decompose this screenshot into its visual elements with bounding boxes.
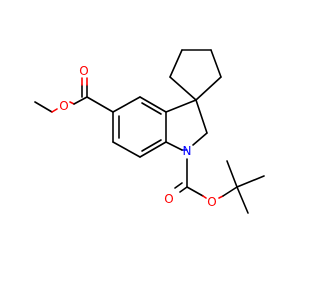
bond-ar-4 [139, 141, 167, 158]
bond-boc-co-b [174, 182, 183, 189]
structure-svg: O O N O O [0, 0, 300, 300]
bond-methyl-o-c [34, 101, 53, 113]
bond-boc-co-single-o [202, 195, 207, 199]
bond-boc-co-single [186, 186, 204, 197]
bond-tbu-me2 [236, 175, 265, 188]
atom-ester-o-double: O [79, 64, 88, 78]
bond-ester-ring [86, 96, 114, 113]
atom-carbamate-n: N [183, 144, 192, 158]
atom-carbamate-o-single: O [207, 195, 216, 209]
bond-cp-1 [169, 76, 197, 101]
bond-c2-n [192, 132, 208, 146]
bond-ar-inner-1 [141, 102, 162, 115]
atom-ester-o-single: O [59, 99, 68, 113]
bond-ar-2 [139, 96, 167, 113]
bond-cp-5 [195, 76, 222, 101]
bond-ar-5 [112, 141, 141, 158]
bond-n-c7a [165, 141, 183, 151]
bond-ar-1 [112, 96, 141, 113]
atom-carbamate-o-double: O [164, 192, 173, 206]
bond-tbu-me3 [236, 186, 249, 214]
bond-o-carbonyl-c [73, 96, 88, 105]
bond-ar-inner-2 [141, 139, 162, 152]
bond-c3a-c3 [165, 99, 197, 113]
molecule-drawing: O O N O O [0, 0, 300, 300]
bond-cp-2 [169, 49, 183, 78]
background [0, 0, 300, 300]
bond-cp-4 [210, 49, 222, 78]
bond-methyl-o-o [51, 108, 58, 113]
bond-boc-co-a [179, 186, 188, 193]
bond-o-tbu [222, 186, 238, 197]
bond-tbu-me1 [226, 160, 238, 188]
bond-c3-c2 [195, 99, 208, 134]
